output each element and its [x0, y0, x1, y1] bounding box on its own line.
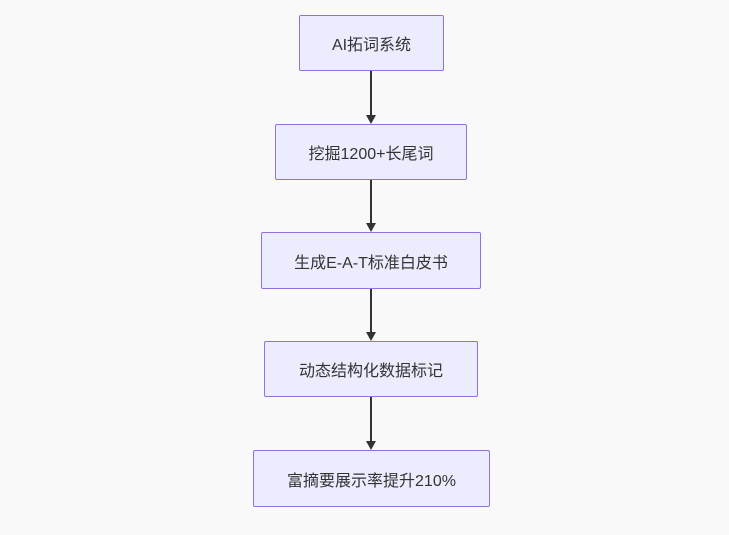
arrow-line: [370, 397, 372, 443]
flow-node-label: 富摘要展示率提升210%: [287, 472, 456, 490]
flow-node-eat-whitepaper: 生成E-A-T标准白皮书: [261, 232, 481, 289]
flow-node-ai-keyword-system: AI拓词系统: [299, 15, 444, 71]
arrow-line: [370, 180, 372, 225]
flow-node-label: AI拓词系统: [331, 37, 412, 54]
arrow-line: [370, 71, 372, 117]
arrow-down-icon: [366, 180, 376, 232]
flow-node-label: 生成E-A-T标准白皮书: [294, 254, 448, 272]
arrowhead-icon: [366, 223, 376, 232]
flow-node-structured-data-markup: 动态结构化数据标记: [264, 341, 478, 397]
arrow-line: [370, 289, 372, 334]
flow-node-label: 挖掘1200+长尾词: [308, 146, 434, 163]
arrow-down-icon: [366, 71, 376, 124]
flow-node-longtail-mining: 挖掘1200+长尾词: [275, 124, 467, 180]
arrowhead-icon: [366, 441, 376, 450]
arrowhead-icon: [366, 115, 376, 124]
flow-node-rich-snippet-result: 富摘要展示率提升210%: [253, 450, 490, 507]
arrowhead-icon: [366, 332, 376, 341]
arrow-down-icon: [366, 289, 376, 341]
arrow-down-icon: [366, 397, 376, 450]
flow-node-label: 动态结构化数据标记: [298, 363, 443, 380]
